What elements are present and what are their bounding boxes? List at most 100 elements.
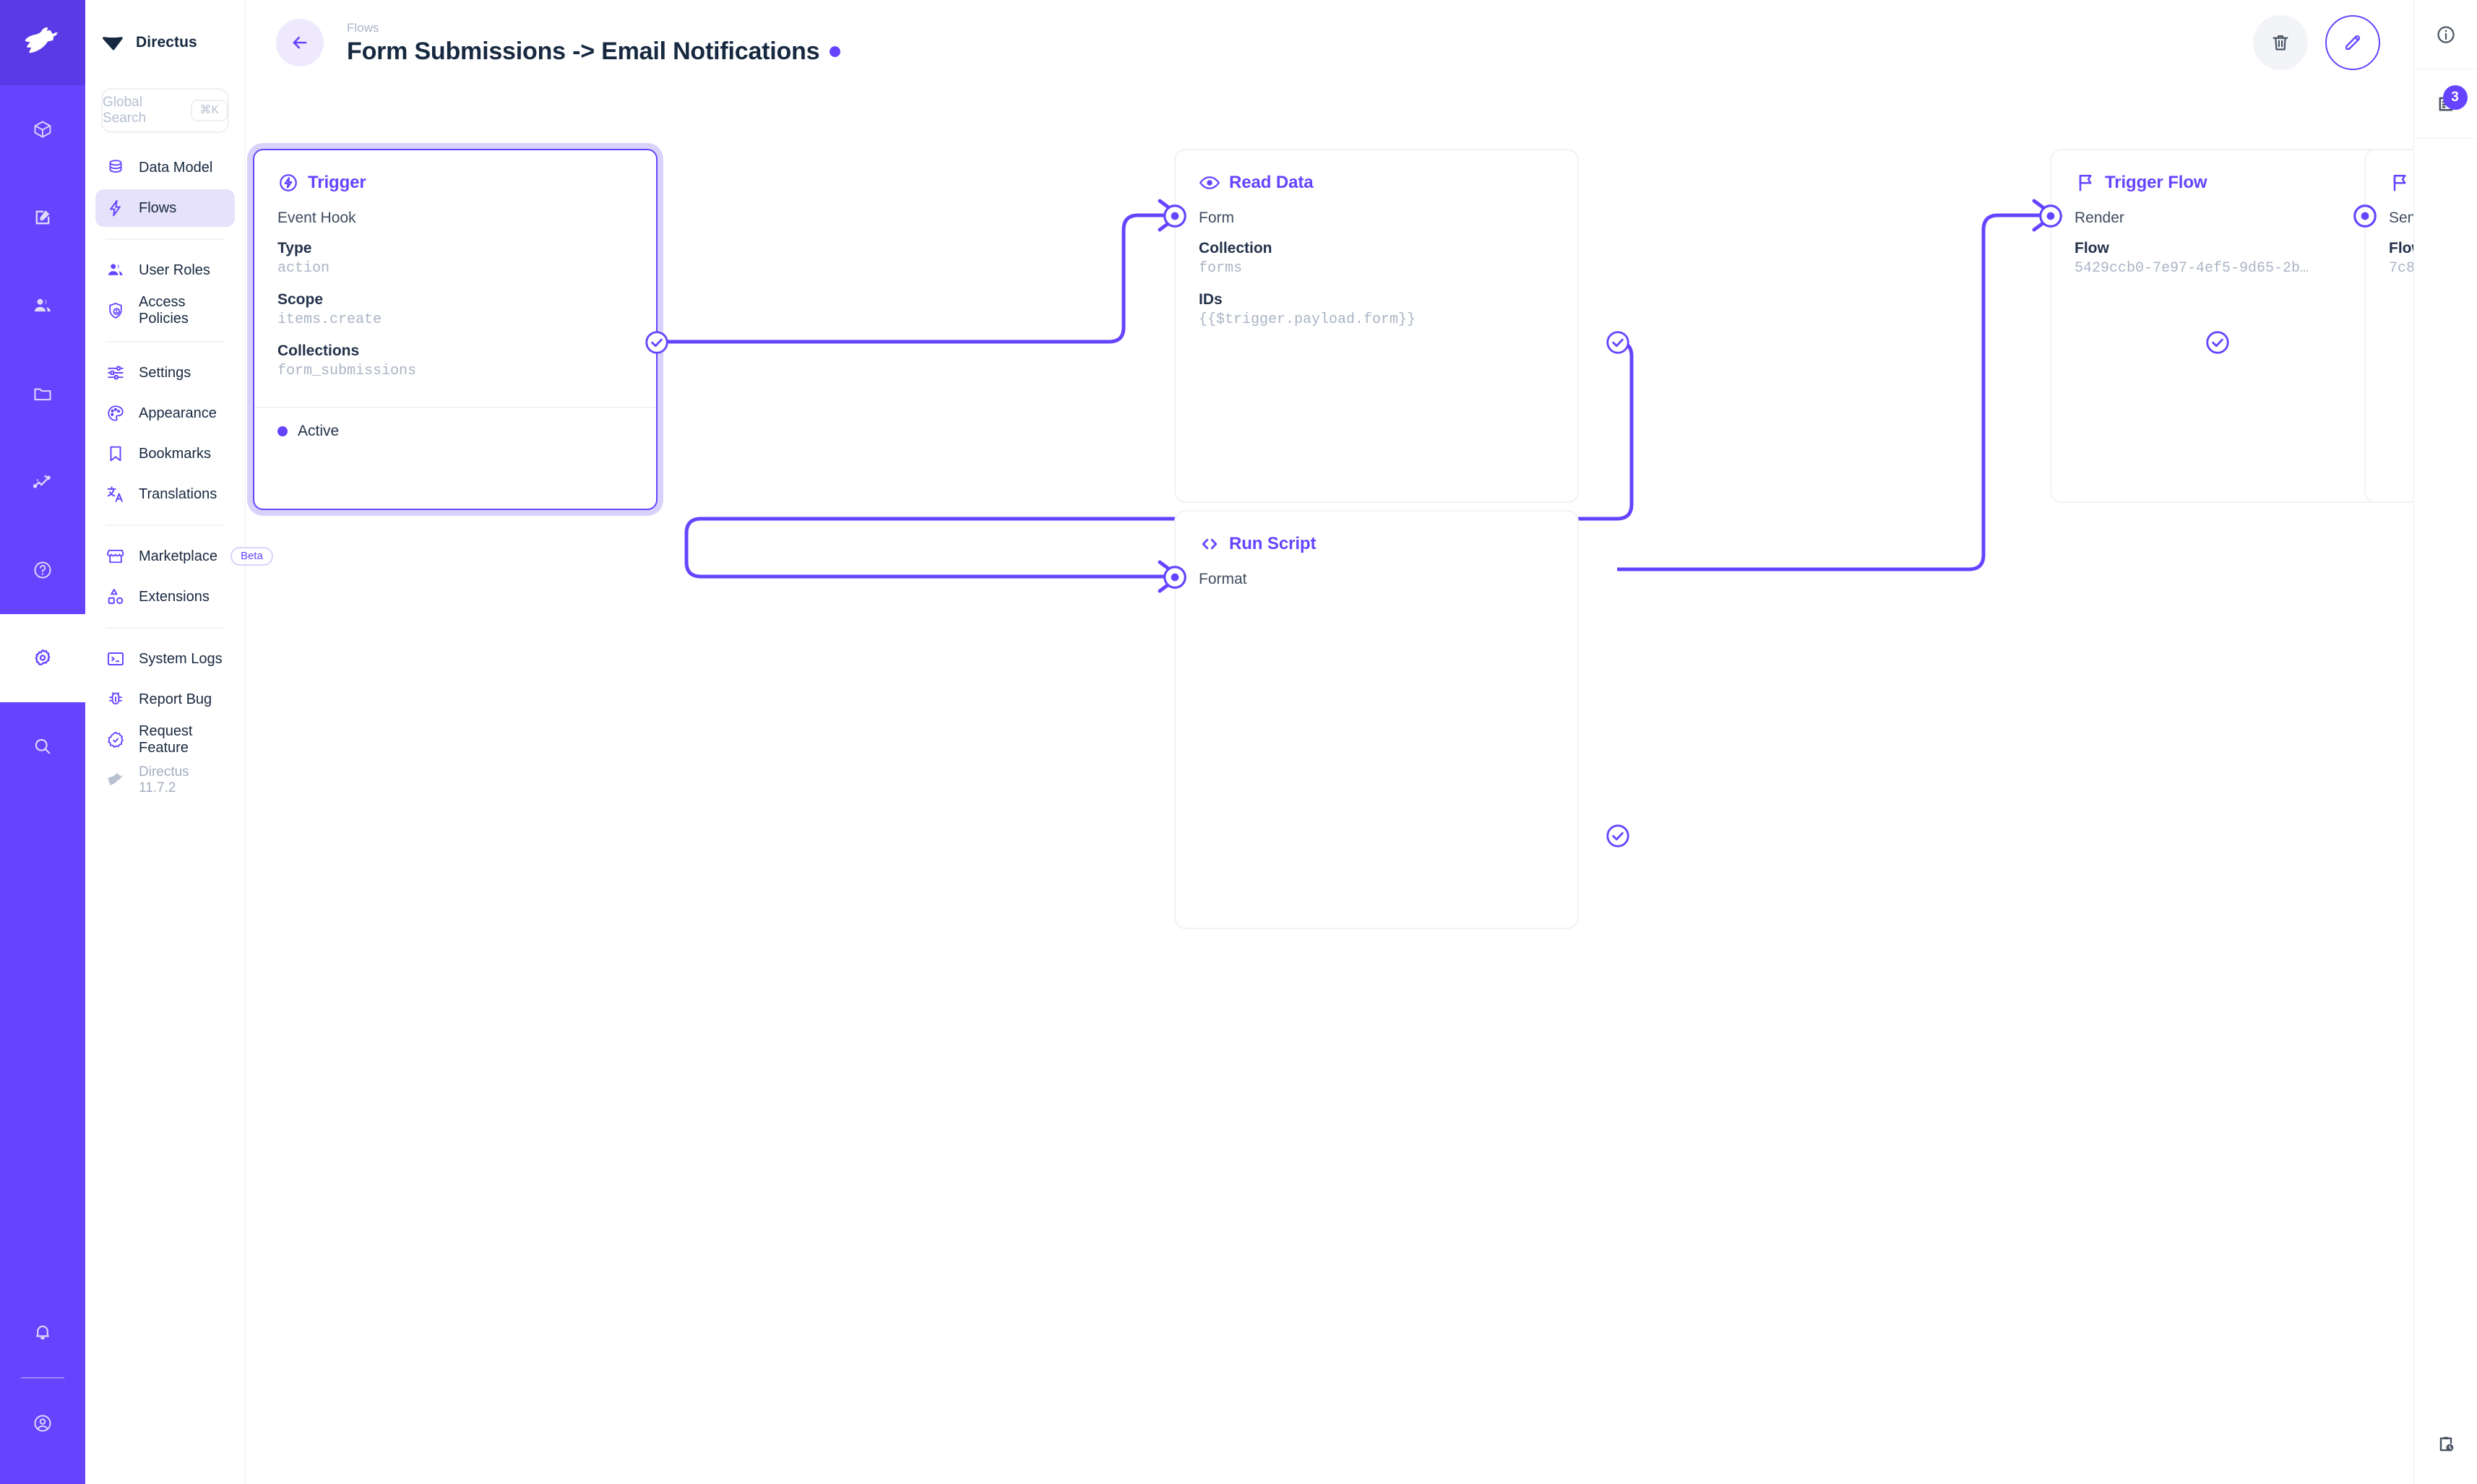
- info-panel-button[interactable]: [2413, 0, 2477, 69]
- sidebar-item-label: Extensions: [139, 588, 210, 605]
- search-placeholder: Global Search: [103, 95, 147, 126]
- field-value: forms: [1199, 260, 1243, 277]
- terminal-icon: [105, 649, 126, 669]
- port-resolve-run-script[interactable]: [1604, 822, 1630, 848]
- sidebar-item-request-feature[interactable]: Request Feature: [95, 721, 235, 759]
- page-header: Flows Form Submissions -> Email Notifica…: [246, 0, 2413, 85]
- delete-flow-button[interactable]: [2253, 15, 2308, 70]
- field-label: Scope: [277, 291, 324, 308]
- edge-read-data-to-run-script: [684, 340, 1634, 579]
- port-input-run-script[interactable]: [1161, 564, 1187, 590]
- flow-node-trigger[interactable]: Trigger Event Hook Type action Scope ite…: [253, 149, 658, 510]
- question-circle-icon: [33, 560, 53, 580]
- port-resolve-trigger-flow-render[interactable]: [2204, 329, 2230, 355]
- flow-node-subtitle: Send: [2389, 210, 2413, 226]
- active-status-dot: [277, 426, 288, 436]
- sidebar-item-label: Access Policies: [139, 294, 189, 327]
- port-input-trigger-flow-send[interactable]: [2351, 202, 2377, 228]
- sliders-icon: [105, 363, 126, 383]
- module-search[interactable]: [0, 702, 85, 790]
- active-status-label: Active: [298, 423, 340, 439]
- flow-canvas[interactable]: Trigger Event Hook Type action Scope ite…: [246, 85, 2413, 1484]
- shapes-icon: [105, 587, 126, 607]
- gear-icon: [33, 648, 53, 668]
- directus-rabbit-logo-icon: [22, 22, 63, 63]
- edit-flow-button[interactable]: [2325, 15, 2380, 70]
- field-value: 7c8732cd-9d9e-44be: [2389, 260, 2413, 277]
- sidebar-item-label: Request Feature: [139, 723, 193, 756]
- palette-icon: [105, 403, 126, 423]
- notifications-button[interactable]: [0, 1296, 85, 1368]
- nav-divider: [105, 238, 225, 240]
- breadcrumb[interactable]: Flows: [347, 20, 379, 35]
- module-users[interactable]: [0, 262, 85, 350]
- back-button[interactable]: [276, 19, 324, 66]
- project-logo-icon: [101, 30, 126, 55]
- analytics-sparkle-icon: [33, 472, 53, 492]
- flow-node-subtitle: Form: [1199, 210, 1234, 226]
- sidebar-item-user-roles[interactable]: User Roles: [95, 251, 235, 289]
- sidebar-item-extensions[interactable]: Extensions: [95, 578, 235, 616]
- edge-trigger-to-read-data: [656, 213, 1174, 344]
- sidebar-item-label: System Logs: [139, 650, 223, 667]
- global-search-wrap: Global Search ⌘K: [85, 85, 245, 133]
- activity-log-button[interactable]: 3: [2413, 69, 2477, 139]
- flag-icon: [2389, 172, 2411, 194]
- module-settings[interactable]: [0, 614, 85, 702]
- directus-logo-button[interactable]: [0, 0, 85, 85]
- sidebar-item-label: Settings: [139, 364, 191, 381]
- nav-divider: [105, 525, 225, 526]
- sidebar-item-settings[interactable]: Settings: [95, 354, 235, 392]
- search-input[interactable]: Global Search ⌘K: [101, 88, 229, 133]
- edge-run-script-to-trigger-flow-render: [1617, 213, 2049, 571]
- field-label: Flow: [2389, 240, 2413, 256]
- port-resolve-trigger[interactable]: [643, 329, 669, 355]
- project-name: Directus: [136, 34, 197, 51]
- port-input-trigger-flow-render[interactable]: [2037, 202, 2063, 228]
- sidebar-item-report-bug[interactable]: Report Bug: [95, 681, 235, 718]
- field-label: Collections: [277, 342, 360, 359]
- module-content[interactable]: [0, 85, 85, 173]
- sidebar-item-appearance[interactable]: Appearance: [95, 394, 235, 432]
- sidebar-item-flows[interactable]: Flows: [95, 189, 235, 227]
- port-input-read-data[interactable]: [1161, 202, 1187, 228]
- sidebar-item-label: Appearance: [139, 405, 217, 421]
- sidebar-item-label: Translations: [139, 486, 217, 502]
- sidebar-item-access-policies[interactable]: Access Policies: [95, 292, 235, 329]
- sidebar-item-label: Bookmarks: [139, 445, 212, 462]
- pencil-icon: [2343, 33, 2363, 53]
- sidebar-item-bookmarks[interactable]: Bookmarks: [95, 435, 235, 473]
- flow-node-title: Trigger Flow: [2105, 173, 2207, 192]
- flow-node-trigger-flow-render[interactable]: Trigger Flow Render Flow 5429ccb0-7e97-4…: [2050, 149, 2413, 503]
- flow-node-read-data[interactable]: Read Data Form Collection forms IDs {{$t…: [1174, 149, 1579, 503]
- flow-node-title: Trigger: [308, 173, 366, 192]
- right-sidebar: 3: [2413, 0, 2477, 1484]
- main-area: Flows Form Submissions -> Email Notifica…: [246, 0, 2413, 1484]
- field-label: Collection: [1199, 240, 1272, 256]
- module-insights[interactable]: [0, 438, 85, 526]
- module-editor[interactable]: [0, 173, 85, 262]
- flow-logs-button[interactable]: [2414, 1405, 2477, 1484]
- flag-icon: [2075, 172, 2096, 194]
- sidebar-item-translations[interactable]: Translations: [95, 475, 235, 513]
- sidebar-item-system-logs[interactable]: System Logs: [95, 640, 235, 678]
- module-docs[interactable]: [0, 526, 85, 614]
- port-resolve-read-data[interactable]: [1604, 329, 1630, 355]
- translate-icon: [105, 484, 126, 504]
- field-value: 5429ccb0-7e97-4ef5-9d65-2b…: [2075, 260, 2309, 277]
- sidebar-item-data-model[interactable]: Data Model: [95, 149, 235, 186]
- flow-node-run-script[interactable]: Run Script Format: [1174, 510, 1579, 929]
- field-value: items.create: [277, 311, 382, 328]
- folder-icon: [33, 384, 53, 404]
- sidebar-item-label: User Roles: [139, 262, 210, 278]
- sidebar-item-label: Report Bug: [139, 691, 212, 707]
- page-title: Form Submissions -> Email Notifications: [347, 38, 820, 66]
- module-files[interactable]: [0, 350, 85, 438]
- eye-icon: [1199, 172, 1220, 194]
- field-label: Flow: [2075, 240, 2109, 256]
- sidebar-item-marketplace[interactable]: Marketplace Beta: [95, 538, 273, 575]
- account-button[interactable]: [0, 1387, 85, 1459]
- sidebar-item-label: Flows: [139, 199, 177, 216]
- project-header: Directus: [85, 0, 245, 85]
- arrow-left-icon: [290, 33, 310, 53]
